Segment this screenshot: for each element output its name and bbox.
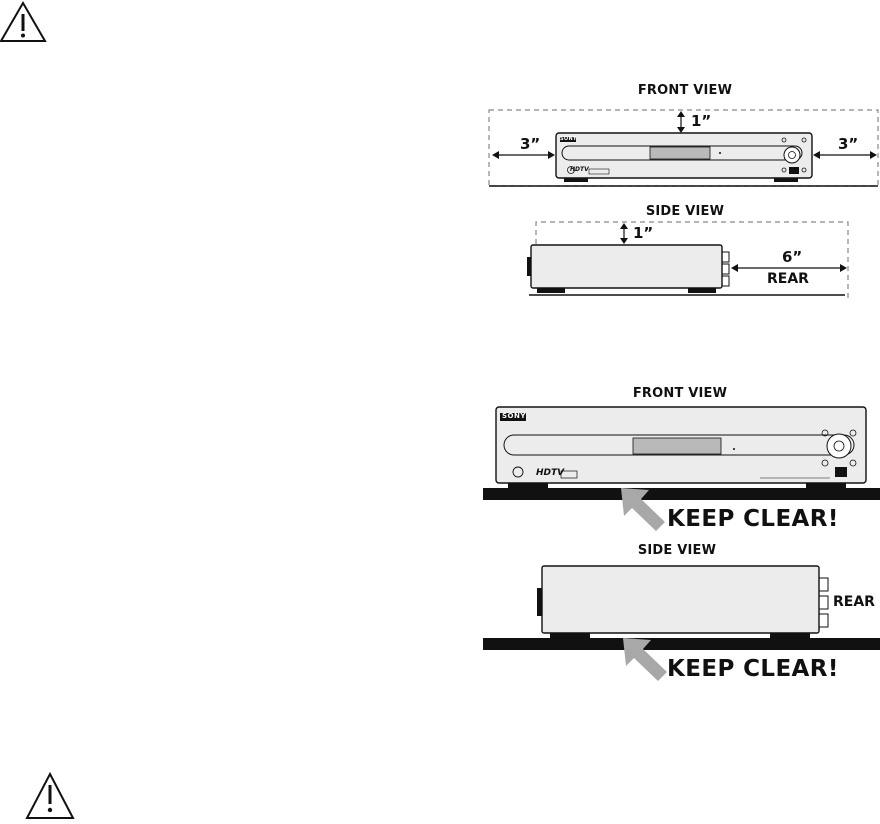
side-keep-clear-warning: KEEP CLEAR! [667, 656, 839, 682]
ventilation-side-view [527, 221, 849, 300]
ventilation-side-caption: SIDE VIEW [645, 204, 725, 219]
device-badge-small: HDTV [570, 166, 589, 173]
device-brand-large: SONY [502, 412, 526, 420]
warning-triangle-icon [25, 771, 75, 819]
device-brand-small: SONY [560, 136, 577, 142]
side-top-clearance: 1” [633, 224, 654, 242]
warning-triangle-icon [0, 1, 47, 42]
front-top-clearance: 1” [691, 112, 712, 130]
ventilation-front-caption: FRONT VIEW [637, 83, 733, 98]
front-right-clearance: 3” [838, 135, 859, 153]
keep-clear-front-view [483, 406, 880, 531]
device-badge-large: HDTV [536, 468, 565, 478]
front-keep-clear-warning: KEEP CLEAR! [667, 506, 839, 532]
keep-clear-side-caption: SIDE VIEW [637, 543, 717, 558]
ventilation-front-view [488, 109, 879, 187]
keep-clear-side-view [483, 565, 880, 681]
side-rear-label: REAR [767, 271, 809, 287]
keep-clear-front-caption: FRONT VIEW [632, 386, 728, 401]
front-left-clearance: 3” [520, 135, 541, 153]
side-rear-clearance: 6” [782, 248, 803, 266]
keep-clear-rear-label: REAR [833, 594, 875, 610]
